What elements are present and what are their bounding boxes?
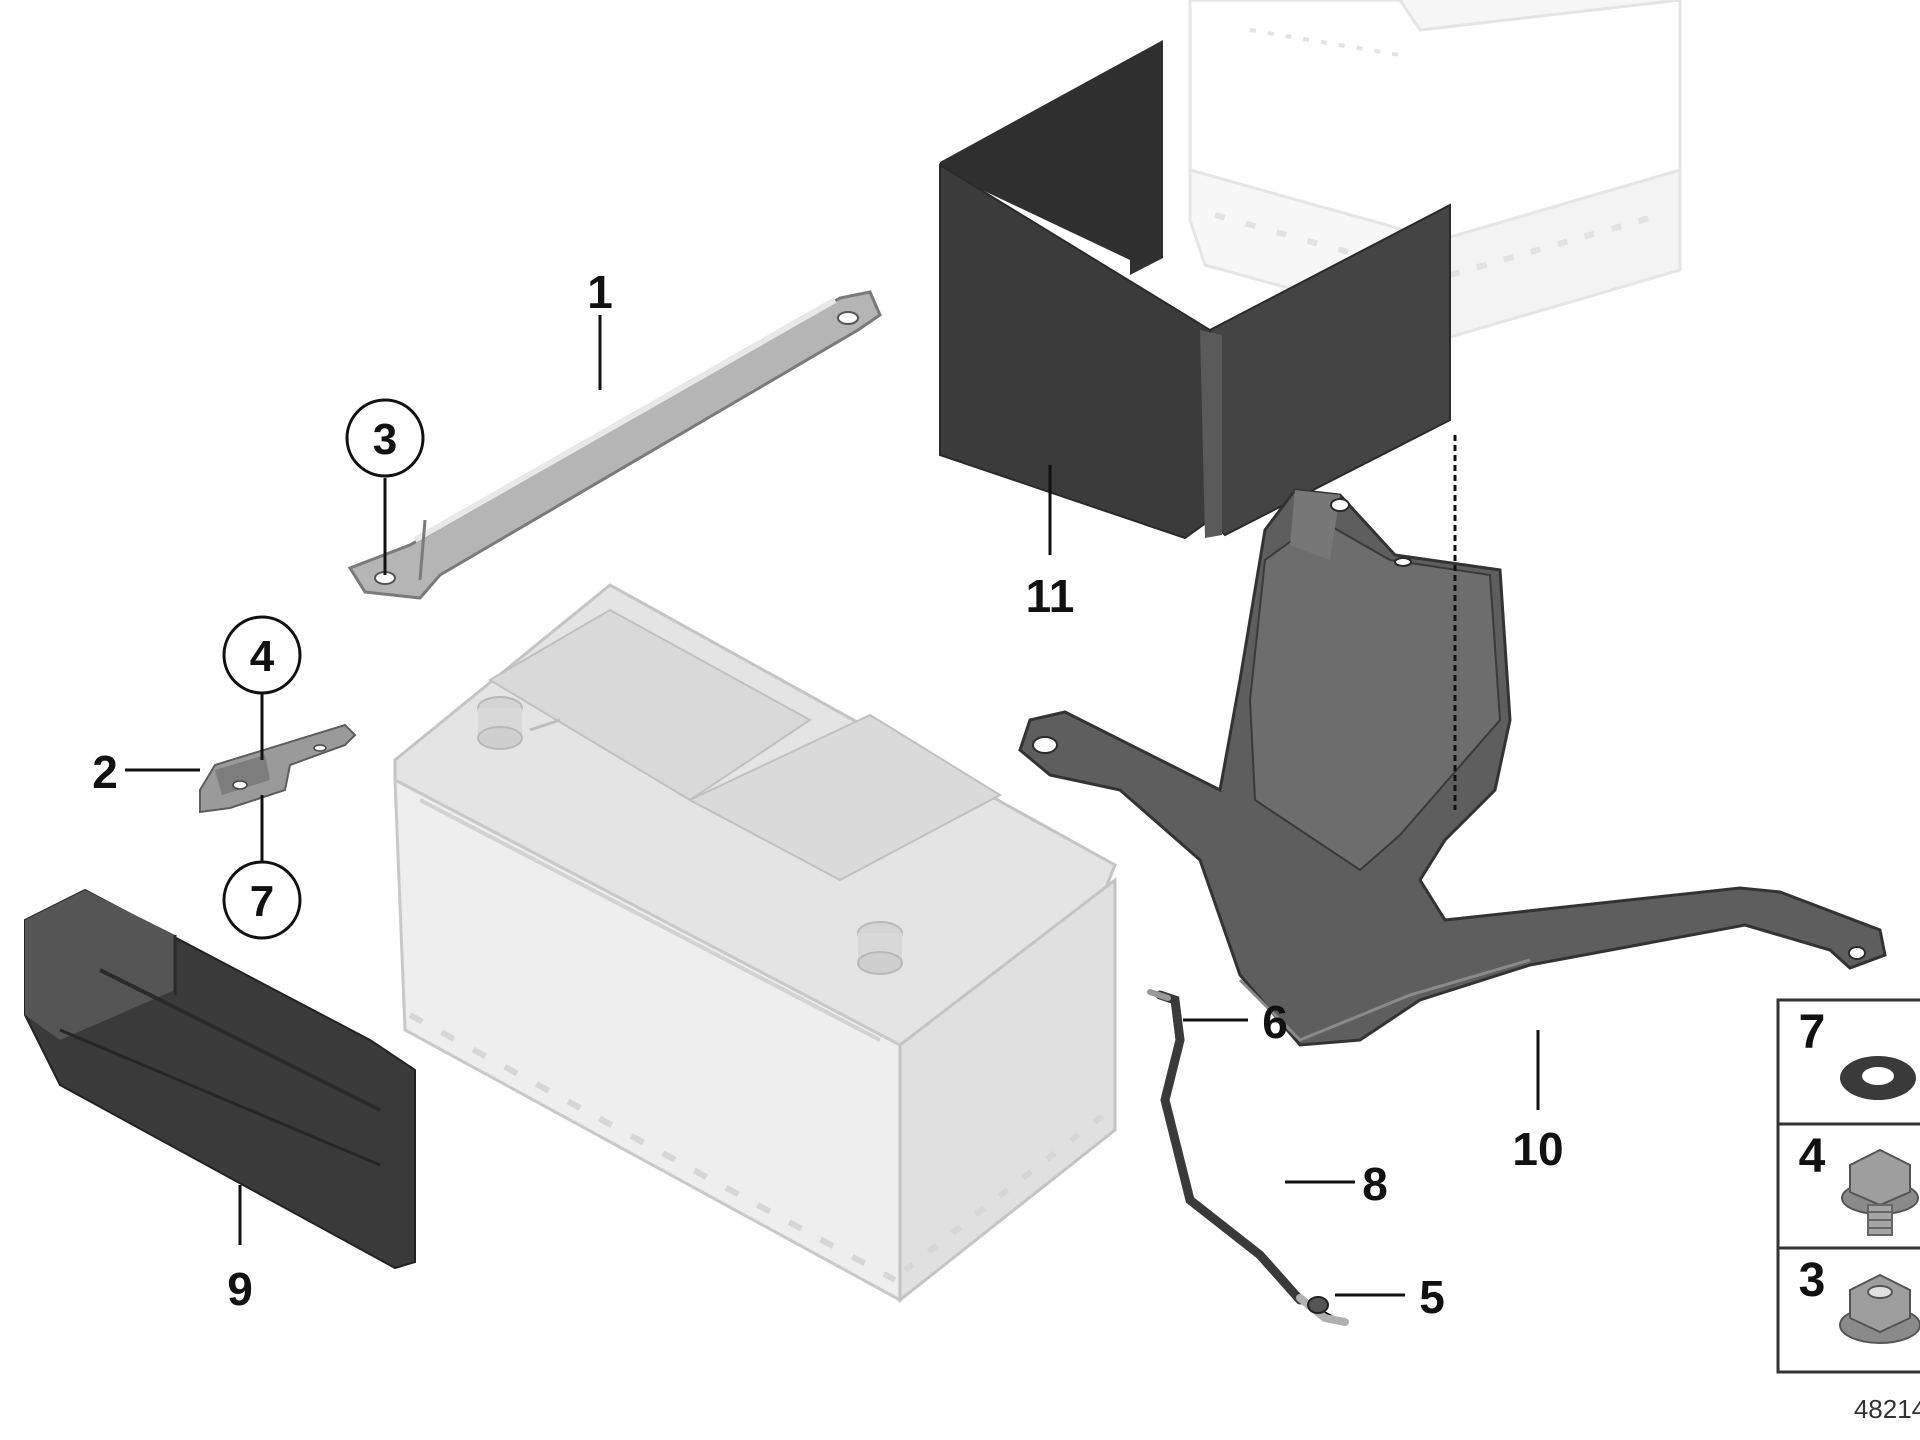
ground-cable <box>1147 989 1349 1326</box>
battery-terminal-left <box>477 696 523 750</box>
flange-bolt-icon <box>1841 1148 1919 1236</box>
battery-strap <box>347 290 882 600</box>
battery-terminal-right <box>857 921 903 975</box>
leader-lines <box>125 315 1540 1297</box>
flange-nut-icon <box>1839 1273 1920 1344</box>
legend-label-3: 3 <box>1799 1254 1826 1307</box>
legend-label-4: 4 <box>1799 1130 1826 1183</box>
diagram-reference-code: 48214 <box>1854 1394 1920 1424</box>
callout-11: 11 <box>1026 570 1075 622</box>
callout-8: 8 <box>1362 1158 1388 1210</box>
callout-4: 4 <box>250 632 275 681</box>
small-bracket <box>199 723 357 814</box>
callout-6: 6 <box>1262 996 1288 1048</box>
callout-5: 5 <box>1419 1271 1445 1323</box>
callout-10: 10 <box>1512 1123 1563 1175</box>
callout-7-circle <box>222 860 302 940</box>
legend-label-7: 7 <box>1799 1006 1826 1059</box>
callout-9: 9 <box>227 1263 253 1315</box>
callout-4-circle <box>222 615 302 695</box>
washer-icon <box>1840 1056 1916 1100</box>
callout-3: 3 <box>373 415 397 464</box>
callout-1: 1 <box>587 266 613 318</box>
callout-2: 2 <box>92 746 118 798</box>
callout-7: 7 <box>250 877 274 926</box>
battery-tray-bracket <box>1018 488 1887 1047</box>
battery-side-cover <box>24 888 416 1270</box>
fastener-legend: 7 4 3 <box>1776 998 1920 1374</box>
battery <box>393 583 1117 1304</box>
insulation-sleeve <box>939 40 1451 540</box>
callouts: 1 3 4 2 7 9 11 10 6 8 5 <box>92 266 1563 1323</box>
callout-3-circle <box>345 398 425 478</box>
